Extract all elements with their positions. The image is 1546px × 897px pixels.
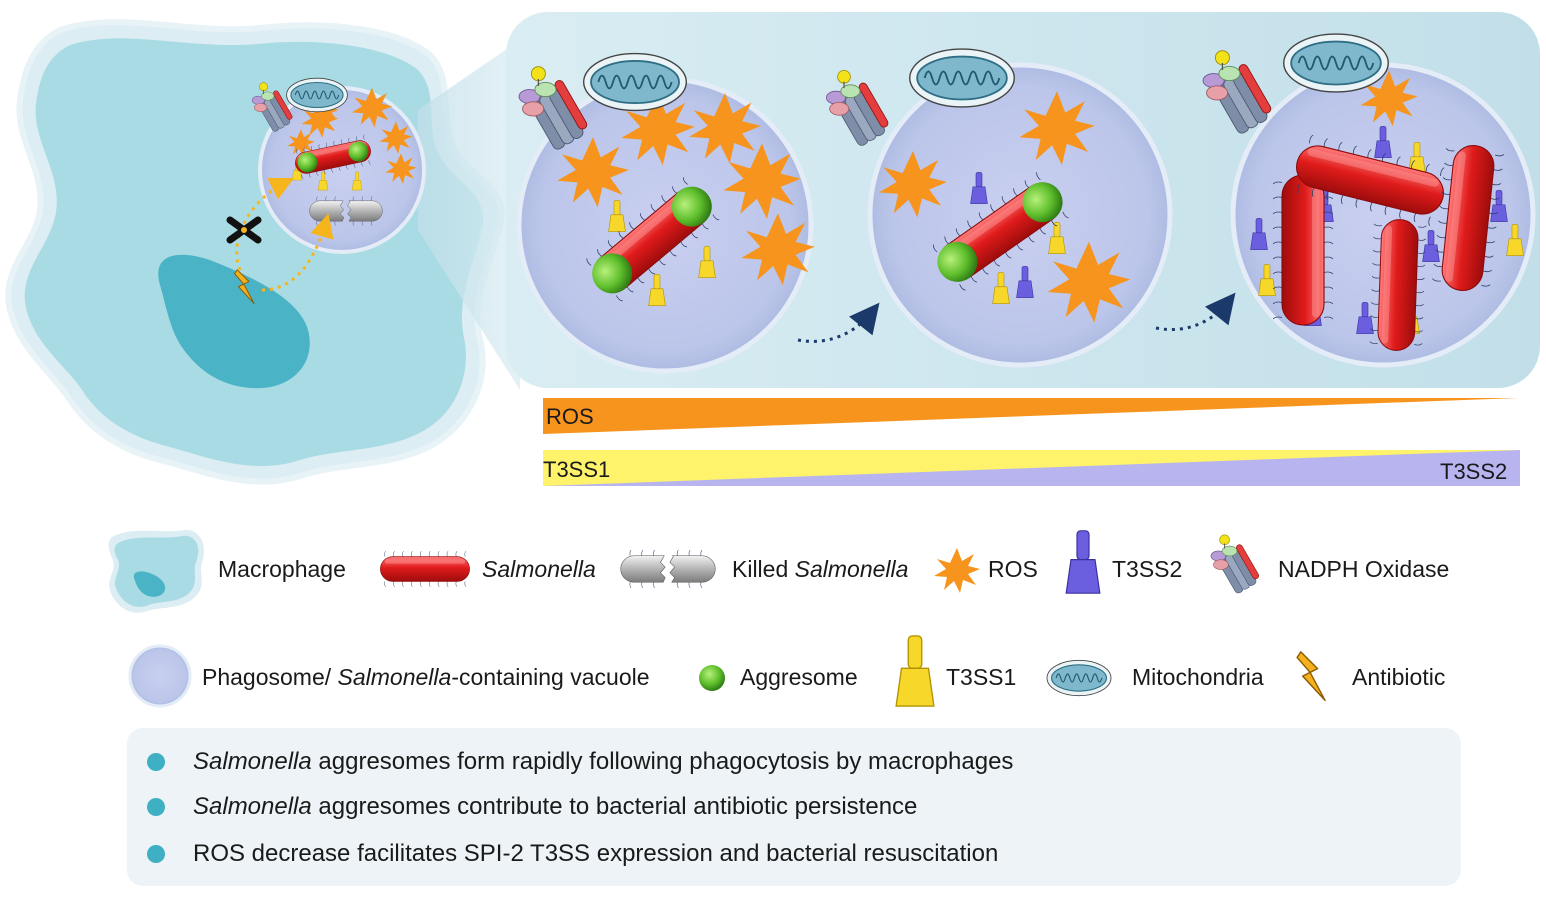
stage-1-vacuole bbox=[516, 52, 815, 374]
legend-macrophage-label: Macrophage bbox=[218, 556, 346, 582]
summary-bullet-2: Salmonella aggresomes contribute to bact… bbox=[147, 789, 1427, 825]
legend-salmonella-label: Salmonella bbox=[482, 556, 596, 582]
small-vacuole bbox=[251, 77, 426, 254]
t3ss1-gradient-bar bbox=[543, 450, 1520, 486]
legend-t3ss1-label: T3SS1 bbox=[946, 664, 1017, 690]
legend-antibiotic-label: Antibiotic bbox=[1352, 664, 1446, 690]
nadph-oxidase-icon bbox=[1210, 534, 1263, 595]
antibiotic-paths bbox=[226, 177, 334, 305]
t3ss2-bar-label: T3SS2 bbox=[1440, 459, 1508, 484]
legend-t3ss2-label: T3SS2 bbox=[1112, 556, 1183, 582]
progression-arrow-1 bbox=[797, 302, 880, 343]
phagosome-icon bbox=[128, 644, 192, 708]
ros-icon bbox=[934, 548, 980, 593]
salmonella-icon bbox=[380, 550, 470, 588]
legend-nadph-label: NADPH Oxidase bbox=[1278, 556, 1450, 582]
ros-bar-label: ROS bbox=[546, 404, 594, 429]
legend-killed-salmonella-label: Killed Salmonella bbox=[732, 556, 909, 582]
summary-box: Salmonella aggresomes form rapidly follo… bbox=[127, 728, 1461, 886]
bullet-dot bbox=[147, 753, 165, 771]
progression-arrow-2 bbox=[1155, 292, 1236, 332]
nucleus bbox=[158, 254, 310, 389]
summary-text-2: Salmonella aggresomes contribute to bact… bbox=[193, 793, 918, 820]
t3ss1-bar-label: T3SS1 bbox=[543, 457, 611, 482]
mitochondria-icon bbox=[1046, 659, 1112, 697]
legend-aggresome-label: Aggresome bbox=[740, 664, 858, 690]
antibiotic-icon bbox=[1296, 651, 1326, 702]
t3ss1-icon bbox=[895, 635, 935, 707]
bullet-dot bbox=[147, 845, 165, 863]
t3ss2-icon bbox=[1065, 530, 1101, 594]
summary-bullet-1: Salmonella aggresomes form rapidly follo… bbox=[147, 744, 1427, 780]
aggresome-icon bbox=[699, 665, 725, 691]
summary-text-3: ROS decrease facilitates SPI-2 T3SS expr… bbox=[193, 840, 999, 867]
stage-2-vacuole bbox=[825, 48, 1173, 368]
legend-phagosome-label: Phagosome/ Salmonella-containing vacuole bbox=[202, 664, 650, 690]
block-cross-icon bbox=[226, 216, 262, 244]
stage-3-vacuole bbox=[1202, 33, 1536, 368]
killed-salmonella-icon bbox=[620, 549, 716, 589]
summary-text-1: Salmonella aggresomes form rapidly follo… bbox=[193, 748, 1014, 775]
macrophage-cell bbox=[5, 19, 505, 485]
zoom-cone bbox=[418, 40, 520, 390]
macrophage-icon bbox=[108, 529, 204, 613]
legend-ros-label: ROS bbox=[988, 556, 1038, 582]
ros-gradient-bar bbox=[543, 398, 1518, 434]
bullet-dot bbox=[147, 798, 165, 816]
legend-mitochondria-label: Mitochondria bbox=[1132, 664, 1264, 690]
summary-bullet-3: ROS decrease facilitates SPI-2 T3SS expr… bbox=[147, 836, 1427, 872]
